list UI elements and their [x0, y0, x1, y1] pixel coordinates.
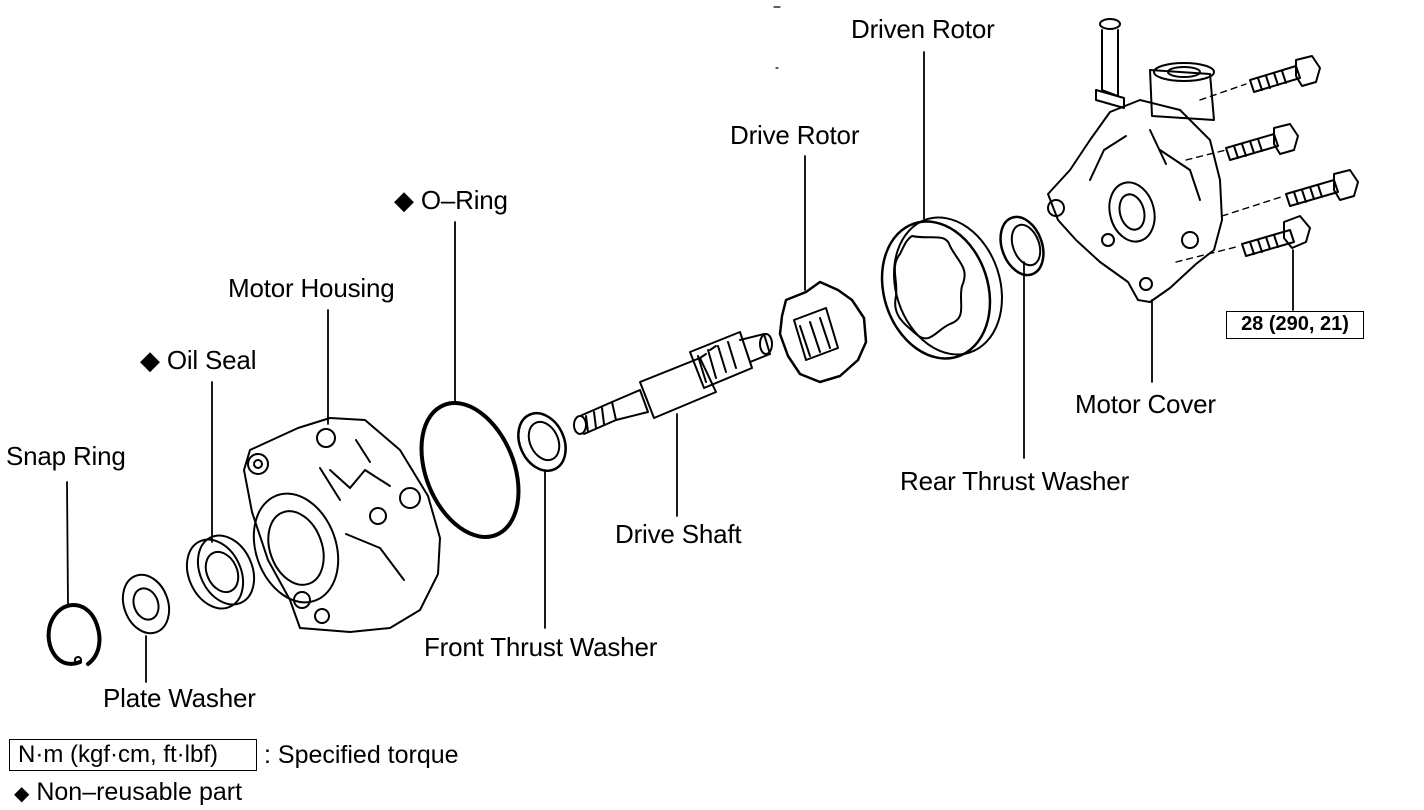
- label-motor-housing: Motor Housing: [228, 273, 395, 303]
- drive-rotor-part: [778, 280, 868, 384]
- driven-rotor-part: [880, 216, 1003, 360]
- bolts: [1225, 55, 1359, 257]
- label-drive-shaft: Drive Shaft: [615, 519, 742, 549]
- legend-torque-unit: N·m (kgf·cm, ft·lbf): [9, 739, 257, 771]
- label-snap-ring: Snap Ring: [6, 441, 126, 471]
- legend-non-reusable: ◆ Non–reusable part: [14, 777, 242, 809]
- snap-ring-part: [46, 603, 102, 666]
- label-rear-thrust-washer: Rear Thrust Washer: [900, 466, 1130, 496]
- bolt-4: [1241, 215, 1311, 257]
- label-oil-seal-text: Oil Seal: [166, 345, 257, 375]
- legend-torque-desc: : Specified torque: [264, 741, 459, 769]
- oil-seal-part: [185, 534, 256, 610]
- label-drive-rotor: Drive Rotor: [730, 120, 860, 150]
- bolt-2: [1225, 123, 1299, 161]
- bolt-alignment-lines: [1175, 83, 1285, 263]
- motor-housing-part: [243, 417, 441, 633]
- motor-cover-part: [1047, 18, 1223, 303]
- o-ring-part: [419, 401, 521, 539]
- diamond-icon: ◆: [14, 783, 30, 805]
- plate-washer-part: [121, 573, 171, 635]
- label-o-ring: ◆ O–Ring: [394, 185, 508, 215]
- rear-thrust-washer-part: [999, 215, 1045, 277]
- label-o-ring-text: O–Ring: [420, 185, 508, 215]
- label-plate-washer: Plate Washer: [103, 683, 256, 713]
- leader-lines: [66, 51, 1294, 683]
- diamond-icon: ◆: [140, 345, 160, 375]
- label-driven-rotor: Driven Rotor: [851, 14, 995, 44]
- drive-shaft-part: [573, 331, 773, 435]
- label-oil-seal: ◆ Oil Seal: [140, 345, 256, 375]
- legend-non-reusable-text: Non–reusable part: [36, 778, 243, 806]
- front-thrust-washer-part: [517, 412, 567, 472]
- diamond-icon: ◆: [394, 185, 414, 215]
- torque-spec-box: 28 (290, 21): [1226, 311, 1364, 339]
- bolt-3: [1285, 169, 1359, 207]
- label-front-thrust-washer: Front Thrust Washer: [424, 632, 658, 662]
- label-motor-cover: Motor Cover: [1075, 389, 1216, 419]
- bolt-1: [1249, 55, 1321, 93]
